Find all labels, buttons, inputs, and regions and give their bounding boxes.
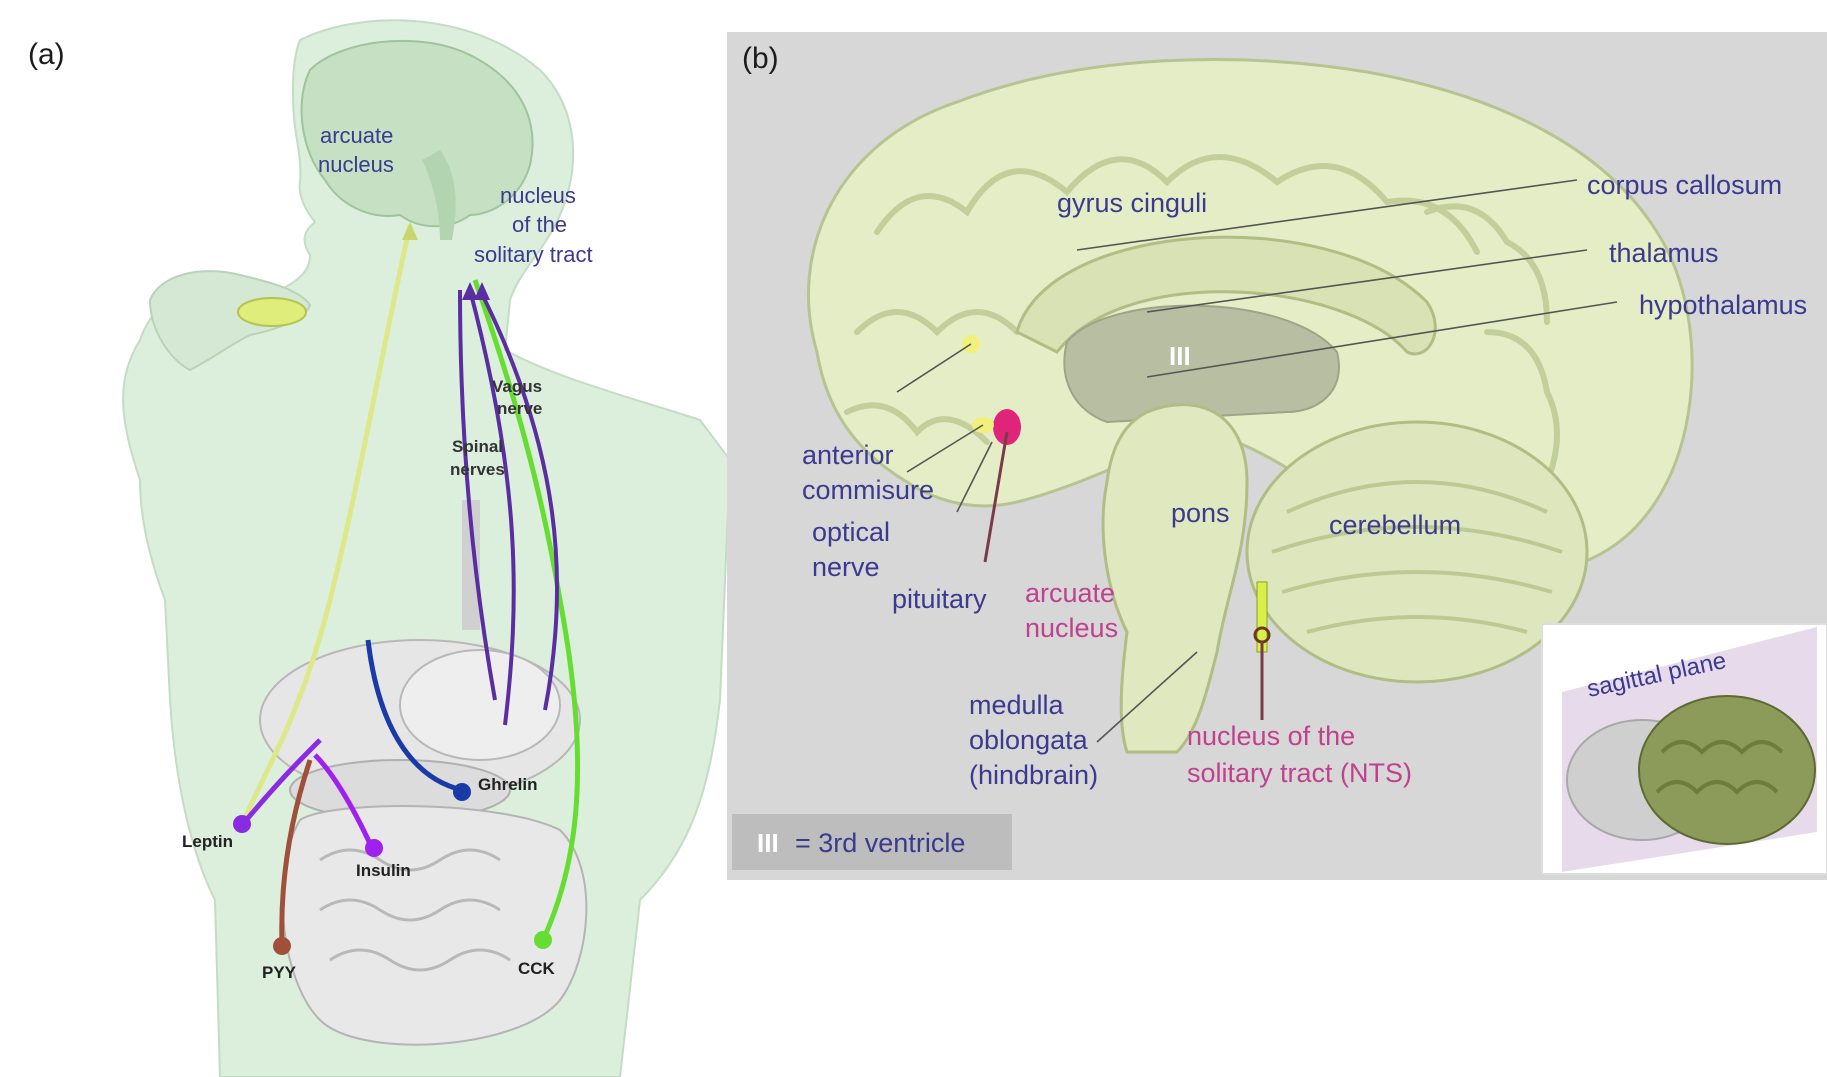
pons-label: pons [1171,498,1230,528]
optical-label-1: optical [812,517,890,547]
pyy-dot [273,937,291,955]
cck-dot [534,931,552,949]
arcuate-b-label-2: nucleus [1025,613,1118,643]
ghrelin-dot [453,783,471,801]
legend-text: = 3rd ventricle [795,828,965,858]
third-ventricle-mark: III [1169,341,1191,371]
insulin-label: Insulin [356,861,411,880]
medulla-label-1: medulla [969,690,1065,720]
hypothalamus-label: hypothalamus [1639,290,1807,320]
cck-label: CCK [518,959,556,978]
ghrelin-label: Ghrelin [478,775,538,794]
panel-a-illustration: arcuate nucleus nucleus of the solitary … [0,0,735,1077]
stomach [400,650,560,760]
vagus-label-1: Vagus [492,377,542,396]
spinal-label-1: Spinal [452,437,503,456]
insulin-dot [365,839,383,857]
nts-b-label-1: nucleus of the [1187,721,1355,751]
intestines [283,806,587,1045]
arcuate-label-1: arcuate [320,123,393,148]
pituitary-label: pituitary [892,584,987,614]
arcuate-b-label-1: arcuate [1025,578,1115,608]
nts-label-2: of the [512,212,567,237]
panel-b-illustration: gyrus cinguli corpus callosum thalamus h… [727,32,1827,880]
gyrus-cinguli-label: gyrus cinguli [1057,188,1207,218]
vagus-label-2: nerve [497,399,542,418]
anterior-label-1: anterior [802,440,894,470]
medulla-label-2: oblongata [969,725,1089,755]
thalamus-label: thalamus [1609,238,1719,268]
anterior-label-2: commisure [802,475,934,505]
pyy-label: PYY [262,963,297,982]
medulla-label-3: (hindbrain) [969,760,1098,790]
legend-mark: III [757,828,779,858]
arcuate-label-2: nucleus [318,152,394,177]
nts-b-label-2: solitary tract (NTS) [1187,758,1412,788]
cerebellum-label: cerebellum [1329,510,1461,540]
leptin-dot [233,815,251,833]
corpus-callosum-label: corpus callosum [1587,170,1782,200]
leptin-label: Leptin [182,832,233,851]
food [238,298,306,326]
inset-hemisphere-right [1639,696,1815,844]
optical-label-2: nerve [812,552,880,582]
nts-label-1: nucleus [500,183,576,208]
brainstem [1103,405,1247,752]
spinal-label-2: nerves [450,460,505,479]
cerebellum [1247,422,1587,682]
nts-label-3: solitary tract [474,242,593,267]
